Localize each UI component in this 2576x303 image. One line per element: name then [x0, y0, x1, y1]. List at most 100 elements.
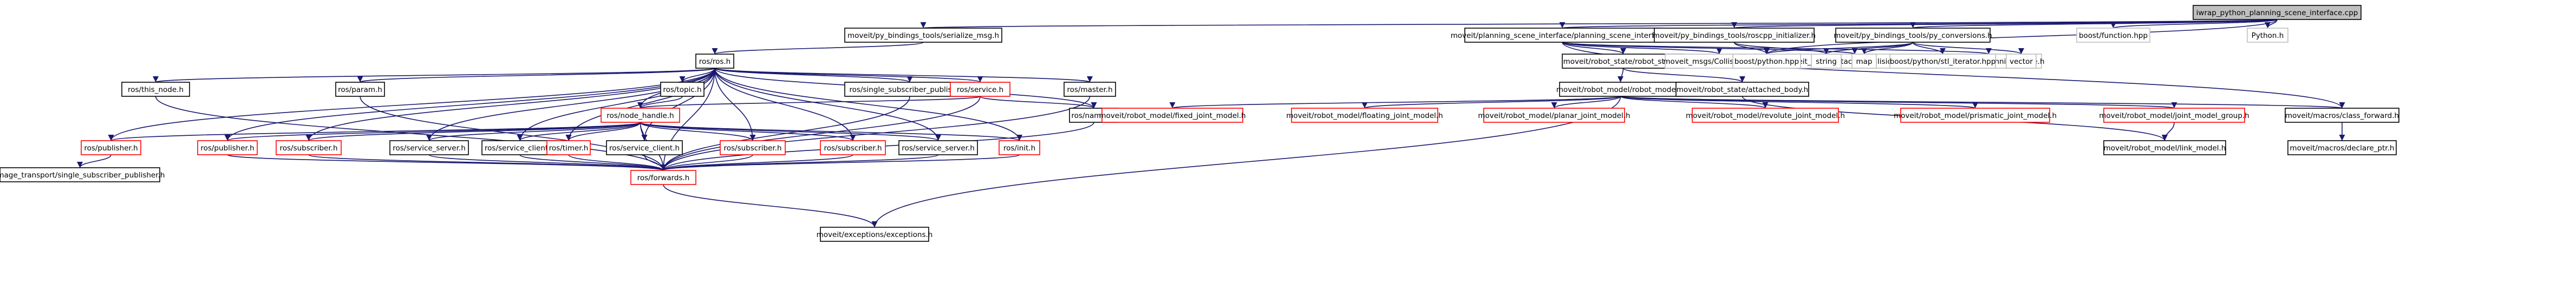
edge-ros_ros-to-service: [714, 68, 983, 83]
node-label-service_server_a: ros/service_server.h: [393, 144, 466, 153]
node-serialize_msg[interactable]: moveit/py_bindings_tools/serialize_msg.h: [844, 28, 1002, 43]
node-service_client_a[interactable]: ros/service_client.h: [481, 140, 558, 155]
edge-pyconv-to-vector: [1912, 42, 2024, 55]
node-label-root: iwrap_python_planning_scene_interface.cp…: [2196, 9, 2358, 17]
node-ros_ros[interactable]: ros/ros.h: [695, 54, 734, 69]
node-psi[interactable]: moveit/planning_scene_interface/planning…: [1451, 28, 1674, 43]
node-label-master: ros/master.h: [1067, 85, 1112, 94]
edge-master-to-forwards: [660, 96, 1091, 171]
node-prismatic_joint[interactable]: moveit/robot_model/prismatic_joint_model…: [1894, 108, 2057, 123]
node-box-attached_body: [1675, 82, 1809, 97]
edge-robot_model-to-floating_joint: [1361, 96, 1621, 109]
node-robot_model[interactable]: moveit/robot_model/robot_model.h: [1556, 82, 1685, 97]
node-declare_ptr[interactable]: moveit/macros/declare_ptr.h: [2287, 140, 2397, 155]
node-roscpp_init[interactable]: moveit/py_bindings_tools/roscpp_initiali…: [1653, 28, 1816, 43]
node-label-exceptions: moveit/exceptions/exceptions.h: [817, 230, 933, 239]
node-box-class_forward: [2285, 108, 2399, 123]
node-planar_joint[interactable]: moveit/robot_model/planar_joint_model.h: [1478, 108, 1631, 123]
node-box-string: [1811, 54, 1842, 69]
node-floating_joint[interactable]: moveit/robot_model/floating_joint_model.…: [1286, 108, 1443, 123]
node-label-joint_group: moveit/robot_model/joint_model_group.h: [2099, 111, 2249, 120]
node-fixed_joint[interactable]: moveit/robot_model/fixed_joint_model.h: [1099, 108, 1246, 123]
edge-ros_ros-to-service_client_a: [517, 68, 715, 141]
node-label-boost_python: boost/python.hpp: [1734, 57, 1799, 66]
node-service_client_b[interactable]: ros/service_client.h: [606, 140, 683, 155]
node-box-root: [2193, 5, 2362, 20]
edge-ros_ros-to-subscriber_b: [714, 68, 756, 141]
node-label-publisher_a: ros/publisher.h: [84, 144, 138, 153]
edge-psi-to-robot_state: [1562, 42, 1626, 55]
node-image_transport[interactable]: image_transport/single_subscriber_publis…: [0, 167, 165, 182]
node-publisher_b[interactable]: ros/publisher.h: [197, 140, 258, 155]
edge-ros_ros-to-service_server_a: [426, 68, 715, 141]
node-timer[interactable]: ros/timer.h: [546, 140, 591, 155]
node-master[interactable]: ros/master.h: [1064, 82, 1116, 97]
node-node_handle[interactable]: ros/node_handle.h: [601, 108, 680, 123]
edge-robot_model-to-class_forward: [1620, 96, 2345, 109]
node-pyconv[interactable]: moveit/py_bindings_tools/py_conversions.…: [1834, 28, 1992, 43]
node-layer: iwrap_python_planning_scene_interface.cp…: [0, 5, 2399, 242]
edge-robot_model-to-fixed_joint: [1170, 96, 1621, 109]
node-box-map: [1851, 54, 1877, 69]
node-box-node_handle: [601, 108, 680, 123]
edge-pyconv-to-string: [1823, 42, 1914, 55]
edge-pyconv-to-map: [1861, 42, 1914, 55]
node-revolute_joint[interactable]: moveit/robot_model/revolute_joint_model.…: [1686, 108, 1845, 123]
node-label-param: ros/param.h: [338, 85, 382, 94]
edge-publisher_a-to-image_transport: [76, 154, 112, 168]
node-box-prismatic_joint: [1900, 108, 2050, 123]
node-box-boost_python: [1732, 54, 1801, 69]
node-subscriber_c[interactable]: ros/subscriber.h: [820, 140, 886, 155]
edge-service-to-forwards: [660, 96, 981, 171]
node-service[interactable]: ros/service.h: [950, 82, 1010, 97]
node-box-init: [999, 140, 1040, 155]
node-label-boost_function: boost/function.hpp: [2079, 31, 2148, 40]
node-label-node_handle: ros/node_handle.h: [606, 111, 674, 120]
node-attached_body[interactable]: moveit/robot_state/attached_body.h: [1675, 82, 1809, 97]
node-subscriber_a[interactable]: ros/subscriber.h: [276, 140, 342, 155]
node-box-planar_joint: [1483, 108, 1625, 123]
node-label-floating_joint: moveit/robot_model/floating_joint_model.…: [1286, 111, 1443, 120]
edge-ros_ros-to-service_client_b: [641, 68, 715, 141]
node-param[interactable]: ros/param.h: [335, 82, 385, 97]
node-label-class_forward: moveit/macros/class_forward.h: [2285, 111, 2399, 120]
edge-robot_model-to-joint_group: [1620, 96, 2177, 109]
edge-ros_ros-to-init: [714, 68, 1023, 141]
node-label-ros_ros: ros/ros.h: [699, 57, 731, 66]
edge-robot_model-to-planar_joint: [1551, 96, 1621, 109]
edge-joint_group-to-link_model: [2161, 122, 2175, 141]
node-box-topic: [660, 82, 705, 97]
node-string: string: [1811, 54, 1842, 69]
node-init[interactable]: ros/init.h: [999, 140, 1040, 155]
node-forwards[interactable]: ros/forwards.h: [630, 170, 696, 185]
node-class_forward[interactable]: moveit/macros/class_forward.h: [2285, 108, 2399, 123]
node-label-robot_state: moveit/robot_state/robot_state.h: [1563, 57, 1684, 66]
node-exceptions[interactable]: moveit/exceptions/exceptions.h: [817, 227, 933, 242]
node-label-image_transport: image_transport/single_subscriber_publis…: [0, 171, 165, 180]
node-this_node[interactable]: ros/this_node.h: [121, 82, 190, 97]
node-service_server_a[interactable]: ros/service_server.h: [389, 140, 469, 155]
node-label-python_h: Python.h: [2252, 31, 2284, 40]
node-label-robot_model: moveit/robot_model/robot_model.h: [1556, 85, 1685, 94]
node-label-pyconv: moveit/py_bindings_tools/py_conversions.…: [1834, 31, 1992, 40]
edge-forwards-to-exceptions: [663, 184, 878, 228]
node-label-psi: moveit/planning_scene_interface/planning…: [1451, 31, 1674, 40]
node-label-declare_ptr: moveit/macros/declare_ptr.h: [2290, 144, 2395, 153]
edge-roscpp_init-to-string: [1733, 42, 1829, 55]
node-topic[interactable]: ros/topic.h: [660, 82, 705, 97]
edge-node_handle-to-timer: [565, 122, 641, 141]
node-label-serialize_msg: moveit/py_bindings_tools/serialize_msg.h: [847, 31, 999, 40]
edge-ros_ros-to-master: [714, 68, 1093, 83]
node-label-publisher_b: ros/publisher.h: [200, 144, 254, 153]
node-publisher_a[interactable]: ros/publisher.h: [81, 140, 141, 155]
edge-root-to-boost_python: [1764, 19, 2278, 55]
node-service_server_b[interactable]: ros/service_server.h: [898, 140, 978, 155]
edge-psi-to-collision_obj: [1562, 42, 1723, 55]
edge-pyconv-to-stl_iterator: [1912, 42, 1946, 55]
node-box-exceptions: [820, 227, 929, 242]
node-subscriber_b[interactable]: ros/subscriber.h: [720, 140, 786, 155]
node-joint_group[interactable]: moveit/robot_model/joint_model_group.h: [2099, 108, 2249, 123]
edge-ros_ros-to-this_node: [153, 68, 715, 83]
node-link_model[interactable]: moveit/robot_model/link_model.h: [2103, 140, 2226, 155]
